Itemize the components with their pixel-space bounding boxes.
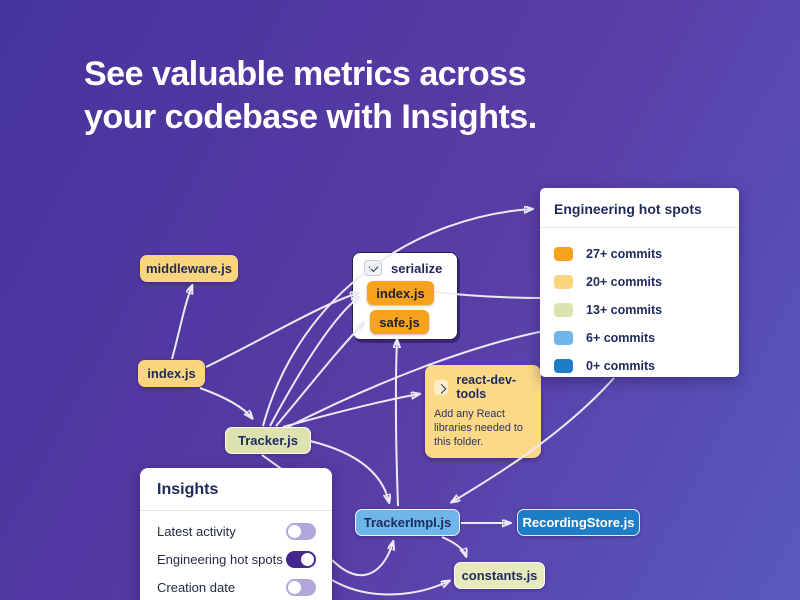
latest-activity-toggle[interactable] [286,522,316,540]
react-dev-tools-description: Add any React libraries needed to this f… [434,408,523,448]
collapse-toggle[interactable] [364,260,382,276]
toggle-knob [288,580,301,594]
color-swatch-orange [554,247,573,261]
legend-item-label: 20+ commits [586,275,663,289]
node-serialize-safe-js[interactable]: safe.js [370,310,429,334]
node-tracker-js[interactable]: Tracker.js [225,427,311,454]
color-swatch-light-blue [554,331,573,345]
engineering-hot-spots-toggle[interactable] [286,550,316,568]
legend-panel: Engineering hot spots 27+ commits 20+ co… [540,188,739,377]
chevron-right-icon [436,383,447,394]
divider [540,227,739,228]
legend-item-label: 6+ commits [586,331,656,345]
toggle-label: Latest activity [157,523,236,539]
toggle-label: Creation date [157,579,236,595]
toggle-knob [288,524,301,538]
node-index-js[interactable]: index.js [138,360,205,387]
legend-item-label: 13+ commits [586,303,663,317]
toggle-row-latest-activity: Latest activity [157,517,316,545]
legend-title: Engineering hot spots [554,201,702,217]
divider [140,510,332,511]
react-dev-tools-card[interactable]: react-dev-tools Add any React libraries … [425,365,541,458]
page-title: See valuable metrics across your codebas… [84,53,537,139]
toggle-knob [301,552,314,566]
color-swatch-yellow [554,275,573,289]
page-title-line2: your codebase with Insights. [84,98,537,136]
node-constants-js[interactable]: constants.js [454,562,545,589]
legend-item: 27+ commits [554,240,725,268]
node-recordingstore-js[interactable]: RecordingStore.js [517,509,640,536]
react-dev-tools-label: react-dev-tools [456,373,517,401]
node-serialize-index-js[interactable]: index.js [367,281,434,305]
serialize-folder-label: serialize [391,260,443,276]
color-swatch-green [554,303,573,317]
expand-toggle[interactable] [434,379,449,395]
legend-item: 20+ commits [554,268,725,296]
color-swatch-dark-blue [554,359,573,373]
node-trackerimpl-js[interactable]: TrackerImpl.js [355,509,460,536]
insights-panel: Insights Latest activity Engineering hot… [140,468,332,600]
creation-date-toggle[interactable] [286,578,316,596]
node-middleware-js[interactable]: middleware.js [140,255,238,282]
page-title-line1: See valuable metrics across [84,55,526,93]
toggle-row-creation-date: Creation date [157,573,316,600]
insights-title: Insights [157,481,219,498]
toggle-row-engineering-hot-spots: Engineering hot spots [157,545,316,573]
toggle-label: Engineering hot spots [157,551,283,567]
legend-item: 13+ commits [554,296,725,324]
legend-item-label: 0+ commits [586,359,656,373]
legend-item: 0+ commits [554,352,725,380]
legend-item: 6+ commits [554,324,725,352]
chevron-down-icon [368,261,378,272]
legend-item-label: 27+ commits [586,247,663,261]
serialize-folder-group[interactable]: serialize index.js safe.js [352,252,458,340]
